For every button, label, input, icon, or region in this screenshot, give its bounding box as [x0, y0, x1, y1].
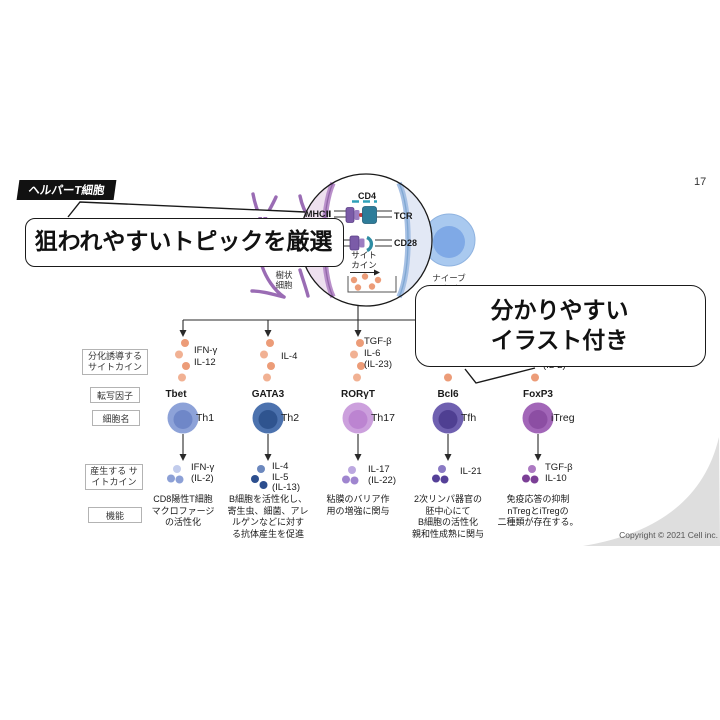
tfh-name: Tfh — [461, 412, 477, 424]
row-header-produced-cytokine: 産生する サイトカイン — [85, 464, 143, 490]
th1-produced-cytokines: IFN-γ (IL-2) — [191, 462, 215, 484]
antigen-dot — [359, 213, 363, 217]
th2-name: Th2 — [281, 412, 300, 424]
tfh-produced-cytokines: IL-21 — [460, 466, 482, 477]
th17-inducing-cytokines: TGF-β IL-6 (IL-23) — [364, 336, 392, 370]
mhc2-receptor — [345, 207, 355, 223]
row-header-function: 機能 — [88, 507, 142, 523]
cd28-ligand — [349, 235, 360, 251]
itreg-produced-cytokines: TGF-β IL-10 — [545, 462, 573, 484]
th1-inducing-cytokines: IFN-γ IL-12 — [194, 345, 218, 368]
cytokine-label: サイト カイン — [351, 250, 377, 270]
itreg-name: iTreg — [551, 412, 575, 424]
row-header-inducing-cytokine: 分化誘導する サイトカイン — [82, 349, 148, 375]
itreg-function: 免疫応答の抑制 nTregとiTregの 二種類が存在する。 — [497, 494, 579, 527]
produced-cytokine-dots — [167, 465, 539, 489]
corner-wedge — [583, 437, 720, 546]
illustration-bubble-text: 分かりやすい イラスト付き — [490, 297, 629, 353]
th1-function: CD8陽性T細胞 マクロファージ の活性化 — [151, 494, 215, 527]
tcr-label: TCR — [394, 211, 413, 221]
row-header-transcription-factor: 転写因子 — [90, 387, 140, 403]
topic-bubble-text: 狙われやすいトピックを厳選 — [34, 228, 333, 254]
th2-inducing-cytokines: IL-4 — [281, 351, 298, 362]
tfh-transcription-factor: Bcl6 — [437, 389, 459, 400]
synapse-circle — [299, 173, 433, 307]
produce-arrows — [182, 434, 539, 455]
itreg-transcription-factor: FoxP3 — [522, 389, 553, 400]
illustration-bubble — [415, 285, 706, 367]
dendritic-cell-label: 樹状 細胞 — [275, 270, 293, 290]
th2-transcription-factor: GATA3 — [251, 389, 285, 400]
topic-bubble — [25, 218, 344, 267]
cd4-label: CD4 — [357, 191, 376, 201]
illustration-bubble-tail — [464, 367, 536, 384]
th2-function: B細胞を活性化し、 寄生虫、細菌、アレ ルゲンなどに対す る抗体産生を促進 — [227, 494, 309, 539]
naive-t-cell-circle — [422, 213, 476, 267]
cd28-receptor — [366, 235, 374, 253]
page-number: 17 — [694, 176, 707, 188]
copyright: Copyright © 2021 Cell inc. — [619, 530, 718, 540]
th2-produced-cytokines: IL-4 IL-5 (IL-13) — [272, 461, 300, 493]
topic-bubble-tail — [67, 201, 306, 218]
cd28-label: CD28 — [394, 238, 418, 248]
th17-name: Th17 — [371, 412, 395, 424]
helper-t-cells — [167, 402, 554, 434]
row-header-cell-name: 細胞名 — [92, 410, 140, 426]
tcr-receptor — [362, 206, 377, 224]
th17-produced-cytokines: IL-17 (IL-22) — [368, 464, 396, 486]
th17-transcription-factor: RORγT — [341, 389, 375, 400]
tfh-function: 2次リンパ器官の 胚中心にて B細胞の活性化 親和性成熟に関与 — [411, 494, 484, 539]
th1-name: Th1 — [196, 412, 215, 424]
mhc2-label: MHCⅡ — [305, 209, 332, 219]
th17-function: 粘膜のバリア作 用の増強に関与 — [326, 494, 390, 516]
inducing-cytokine-dots — [175, 339, 539, 382]
th1-transcription-factor: Tbet — [165, 389, 187, 400]
